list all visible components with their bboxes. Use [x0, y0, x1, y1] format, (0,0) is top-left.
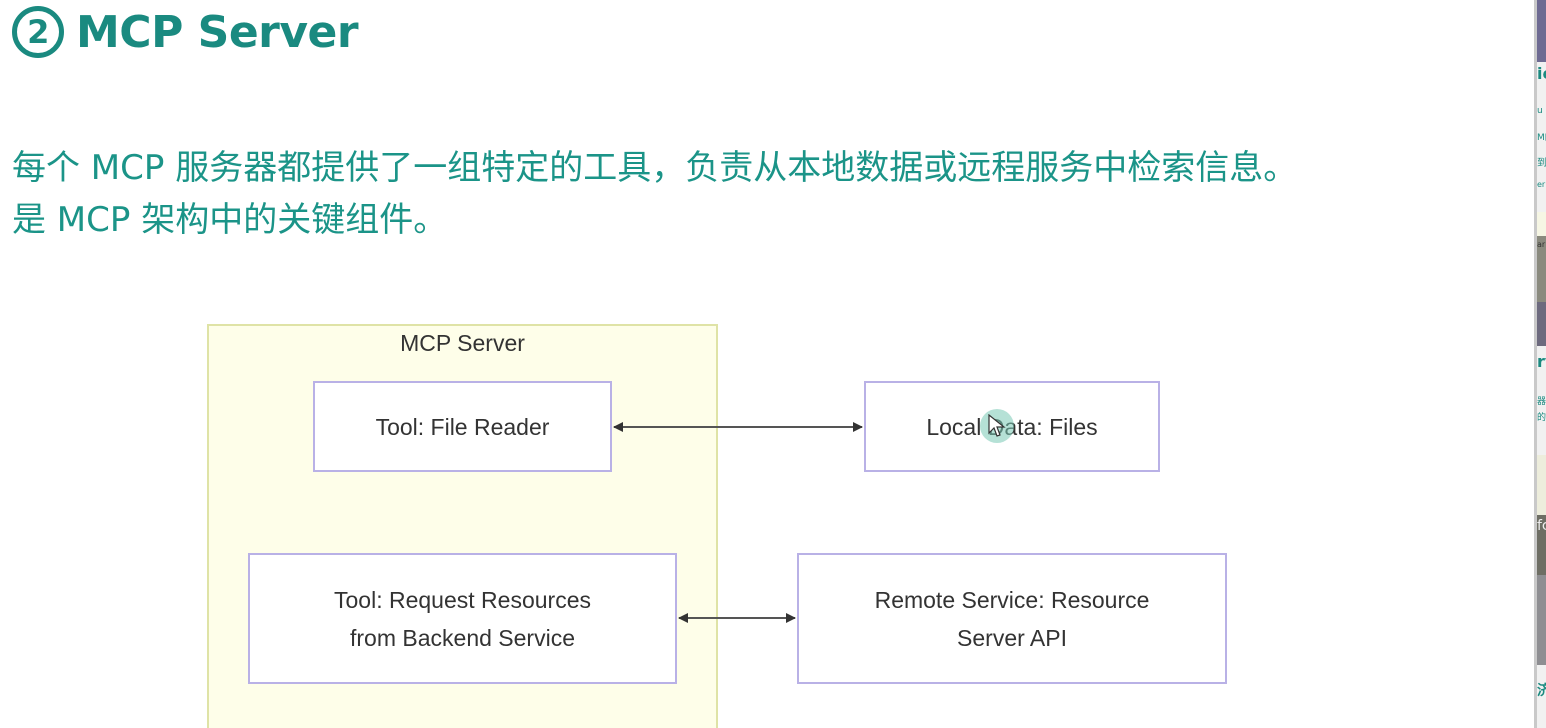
- slide-title-text: MCP Server: [76, 6, 359, 58]
- strip-text: ie: [1537, 64, 1546, 83]
- node-label: Tool: File Reader: [375, 413, 550, 440]
- strip-text: 的: [1537, 413, 1546, 423]
- strip-block: [1537, 236, 1546, 302]
- mcp-server-container-label: MCP Server: [400, 330, 525, 356]
- slide-description: 每个 MCP 服务器都提供了一组特定的工具，负责从本地数据或远程服务中检索信息。…: [12, 142, 1530, 246]
- strip-text: ar: [1537, 240, 1546, 249]
- strip-block: [1537, 455, 1546, 515]
- adjacent-window-strip[interactable]: ie u M的 到 er ar rv 器 的 fc 济: [1534, 0, 1546, 728]
- strip-text: M的: [1537, 133, 1546, 143]
- strip-text: er: [1537, 180, 1546, 189]
- description-line: 每个 MCP 服务器都提供了一组特定的工具，负责从本地数据或远程服务中检索信息。: [12, 148, 1298, 188]
- strip-text: 到: [1537, 158, 1546, 169]
- node-label: Server API: [957, 624, 1067, 651]
- node-tool-file-reader: Tool: File Reader: [313, 381, 612, 472]
- description-line: 是 MCP 架构中的关键组件。: [12, 200, 448, 240]
- node-label: from Backend Service: [350, 624, 575, 651]
- strip-text: u: [1537, 106, 1543, 116]
- slide-title: 2 MCP Server: [12, 6, 359, 58]
- node-remote-service: Remote Service: Resource Server API: [797, 553, 1227, 684]
- strip-header-block: [1537, 0, 1546, 62]
- strip-block: [1537, 302, 1546, 346]
- strip-block: [1537, 212, 1546, 236]
- strip-block: [1537, 515, 1546, 575]
- node-label: Remote Service: Resource: [874, 586, 1150, 613]
- node-label: Tool: Request Resources: [334, 586, 591, 613]
- node-tool-request-resources: Tool: Request Resources from Backend Ser…: [248, 553, 677, 684]
- strip-text: fc: [1537, 518, 1546, 534]
- strip-text: rv: [1537, 352, 1546, 371]
- strip-block: [1537, 575, 1546, 665]
- mouse-cursor-icon: [988, 414, 1006, 437]
- strip-text: 济: [1537, 680, 1546, 700]
- strip-text: 器: [1537, 397, 1546, 407]
- circled-number-badge: 2: [12, 6, 64, 58]
